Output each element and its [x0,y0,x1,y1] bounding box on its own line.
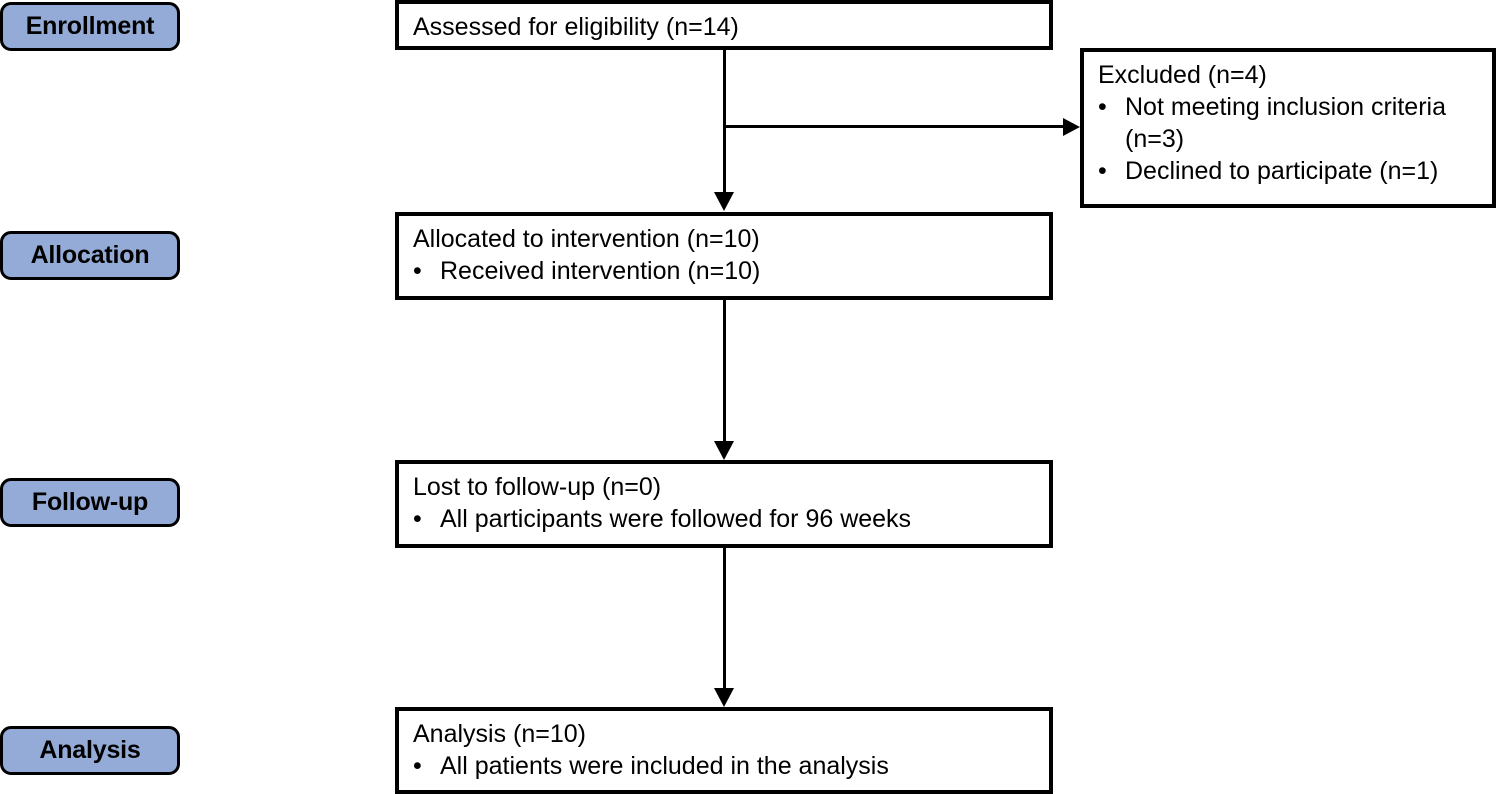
box-lost-to-followup: Lost to follow-up (n=0) • All participan… [395,460,1053,548]
bullet-marker-icon: • [413,505,422,533]
stage-badge-analysis-label: Analysis [39,736,141,764]
connector-assessed-to-allocated-line [723,50,726,193]
box-excluded: Excluded (n=4) • Not meeting inclusion c… [1080,48,1496,208]
bullet-marker-icon: • [1098,157,1107,185]
box-excluded-bullet-1: • Not meeting inclusion criteria (n=3) [1098,91,1482,155]
box-allocated-head: Allocated to intervention (n=10) [413,225,760,253]
box-excluded-bullet-2: • Declined to participate (n=1) [1098,155,1482,187]
box-analysis-head: Analysis (n=10) [413,720,586,748]
stage-badge-enrollment-label: Enrollment [25,12,155,40]
connector-assessed-to-excluded-line [723,125,1065,128]
stage-badge-followup-label: Follow-up [31,488,149,516]
box-analysis-bullet-1: • All patients were included in the anal… [413,750,1039,782]
box-allocated-bullet-1: • Received intervention (n=10) [413,255,1039,287]
bullet-marker-icon: • [413,257,422,285]
box-followup-bullet-1-text: All participants were followed for 96 we… [440,505,912,533]
box-assessed-for-eligibility: Assessed for eligibility (n=14) [395,0,1053,50]
box-excluded-bullet-1-text: Not meeting inclusion criteria (n=3) [1125,93,1446,153]
stage-badge-followup: Follow-up [0,478,180,527]
bullet-marker-icon: • [413,752,422,780]
stage-badge-analysis: Analysis [0,726,180,775]
connector-assessed-to-allocated-arrowhead-icon [714,192,734,211]
stage-badge-allocation-label: Allocation [30,241,150,269]
box-followup-bullet-1: • All participants were followed for 96 … [413,503,1039,535]
box-excluded-head: Excluded (n=4) [1098,61,1267,89]
connector-allocated-to-followup-line [723,300,726,442]
box-excluded-bullet-2-text: Declined to participate (n=1) [1125,157,1439,185]
connector-followup-to-analysis-arrowhead-icon [714,688,734,707]
connector-allocated-to-followup-arrowhead-icon [714,441,734,460]
box-analysis: Analysis (n=10) • All patients were incl… [395,707,1053,794]
box-allocated-bullet-1-text: Received intervention (n=10) [440,257,761,285]
connector-followup-to-analysis-line [723,548,726,689]
box-assessed-head: Assessed for eligibility (n=14) [413,13,739,41]
box-allocated-to-intervention: Allocated to intervention (n=10) • Recei… [395,212,1053,300]
box-analysis-bullet-1-text: All patients were included in the analys… [440,752,889,780]
bullet-marker-icon: • [1098,93,1107,121]
connector-assessed-to-excluded-arrowhead-icon [1063,118,1080,136]
box-followup-head: Lost to follow-up (n=0) [413,473,662,501]
stage-badge-enrollment: Enrollment [0,2,180,51]
stage-badge-allocation: Allocation [0,231,180,280]
